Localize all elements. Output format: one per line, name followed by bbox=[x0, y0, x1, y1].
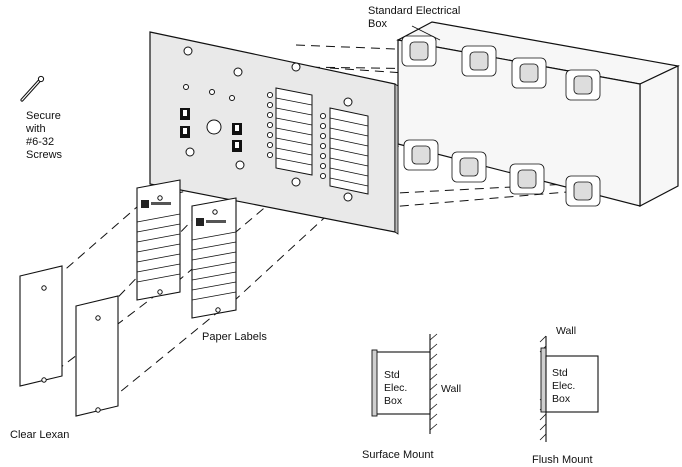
standard-electrical-box bbox=[396, 21, 680, 207]
clear-lexan-cover-left bbox=[19, 265, 63, 387]
svg-text:Elec.: Elec. bbox=[384, 382, 407, 394]
svg-text:Std: Std bbox=[552, 367, 568, 379]
flush-mount-caption: Flush Mount bbox=[532, 454, 593, 466]
clear-lexan-cover-right bbox=[75, 295, 119, 417]
mounting-hole bbox=[343, 192, 353, 202]
led-hole bbox=[183, 84, 189, 90]
screw-icon bbox=[20, 75, 45, 102]
mounting-hole bbox=[183, 46, 193, 56]
svg-text:Box: Box bbox=[368, 18, 387, 30]
mounting-hole bbox=[343, 97, 353, 107]
svg-text:Secure: Secure bbox=[26, 110, 61, 122]
clear-lexan-caption: Clear Lexan bbox=[10, 429, 69, 441]
mounting-hole bbox=[233, 67, 243, 77]
svg-text:Wall: Wall bbox=[556, 325, 576, 337]
label-window-left bbox=[275, 87, 313, 176]
main-panel bbox=[149, 31, 399, 235]
svg-text:Wall: Wall bbox=[441, 383, 461, 395]
toggle-switch-icon bbox=[180, 126, 190, 138]
svg-text:Screws: Screws bbox=[26, 149, 63, 161]
mounting-hole bbox=[185, 147, 195, 157]
standard-box-label: Standard Electrical Box bbox=[368, 5, 460, 30]
secure-screws-note: Secure with #6-32 Screws bbox=[25, 110, 63, 161]
svg-text:with: with bbox=[25, 123, 46, 135]
svg-text:#6-32: #6-32 bbox=[26, 136, 54, 148]
toggle-switch-icon bbox=[180, 108, 190, 120]
mounting-hole bbox=[235, 160, 245, 170]
svg-text:Box: Box bbox=[384, 395, 403, 407]
led-hole bbox=[209, 89, 215, 95]
paper-label-left bbox=[136, 179, 181, 301]
toggle-switch-icon bbox=[232, 140, 242, 152]
label-window-right bbox=[329, 107, 369, 195]
svg-text:Standard Electrical: Standard Electrical bbox=[368, 5, 460, 17]
svg-text:Box: Box bbox=[552, 393, 571, 405]
led-column-left bbox=[266, 91, 274, 159]
led-hole bbox=[229, 95, 235, 101]
svg-text:Elec.: Elec. bbox=[552, 380, 575, 392]
surface-mount-caption: Surface Mount bbox=[362, 449, 434, 461]
paper-labels-caption: Paper Labels bbox=[202, 331, 267, 343]
mounting-hole bbox=[291, 62, 301, 72]
push-button-icon bbox=[206, 119, 222, 135]
toggle-switch-icon bbox=[232, 123, 242, 135]
mounting-hole bbox=[291, 177, 301, 187]
flush-mount-diagram: Std Elec. Box Wall bbox=[539, 325, 599, 442]
svg-text:Std: Std bbox=[384, 369, 400, 381]
standard-box-leader bbox=[411, 25, 441, 41]
led-column-right bbox=[319, 112, 327, 180]
paper-label-right bbox=[191, 197, 237, 319]
surface-mount-diagram: Std Elec. Box Wall bbox=[371, 333, 461, 434]
